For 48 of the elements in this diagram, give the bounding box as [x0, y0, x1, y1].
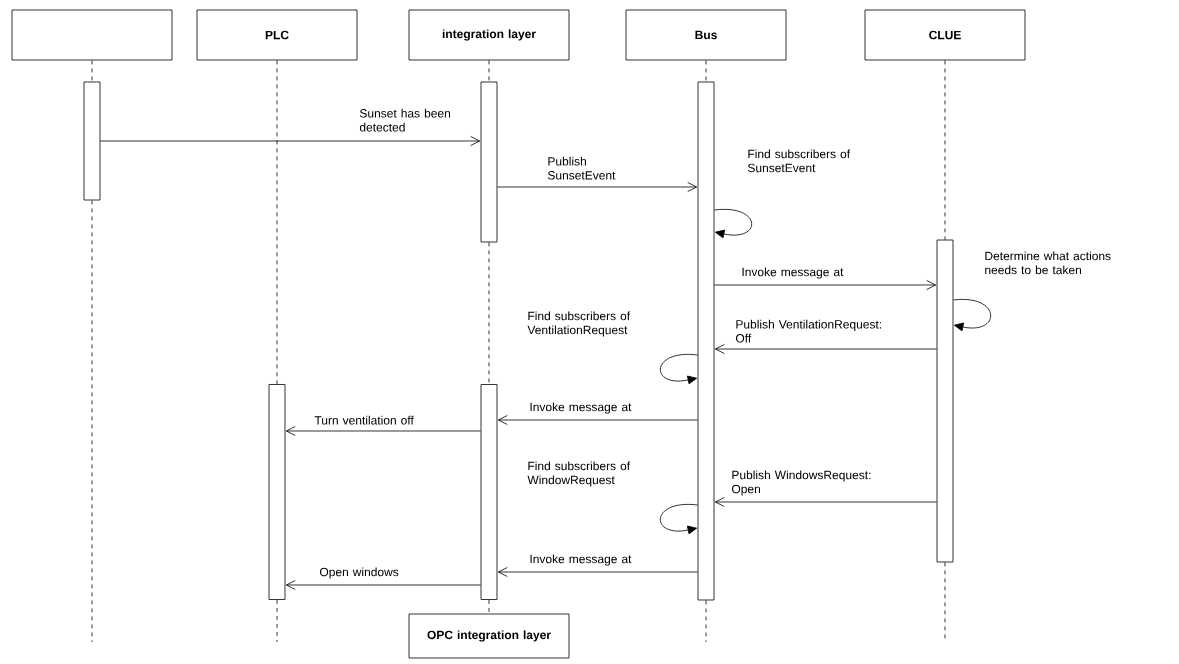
self-message-arrow — [714, 208, 752, 239]
edge-label: Find subscribers of WindowRequest — [527, 461, 631, 487]
edge-label: Invoke message at — [530, 402, 632, 414]
activation-bar — [268, 384, 286, 600]
edge-label: Invoke message at — [742, 267, 844, 279]
lifeline — [705, 600, 707, 643]
lifeline — [91, 60, 93, 82]
message-arrow — [100, 136, 481, 146]
lifeline-header: integration layer — [408, 9, 570, 61]
edge-label: Publish WindowsRequest: Open — [731, 470, 871, 496]
edge-label: Publish VentilationRequest: Off — [735, 319, 882, 343]
message-arrow — [714, 497, 937, 507]
message-arrow — [714, 280, 937, 290]
edge-label: Publish SunsetEvent — [547, 156, 616, 180]
lifeline — [276, 599, 278, 643]
message-arrow — [285, 426, 481, 436]
lifeline — [944, 60, 946, 240]
lifeline-header: CLUE — [864, 9, 1026, 61]
activation-bar — [480, 81, 498, 243]
activation-bar — [936, 239, 954, 563]
activation-bar — [697, 81, 715, 601]
message-arrow — [285, 580, 481, 590]
lifeline-header: PLC — [196, 9, 358, 61]
lifeline-header: Bus — [625, 9, 787, 61]
lifeline — [91, 200, 93, 643]
lifeline-header — [11, 9, 173, 61]
edge-label: Find subscribers of SunsetEvent — [747, 149, 851, 173]
edge-label: Open windows — [319, 567, 399, 579]
self-message-arrow — [953, 299, 991, 332]
activation-bar — [83, 81, 101, 201]
message-arrow — [714, 344, 937, 354]
lifeline — [276, 60, 278, 385]
edge-label: Sunset has been detected — [359, 108, 450, 132]
lifeline — [488, 60, 490, 82]
lifeline — [705, 60, 707, 82]
message-arrow — [497, 182, 698, 192]
activation-bar — [480, 384, 498, 600]
message-arrow — [497, 567, 698, 577]
edge-label: Find subscribers of VentilationRequest — [527, 311, 631, 337]
edge-label: Invoke message at — [530, 554, 632, 566]
message-arrow — [497, 415, 698, 425]
self-message-arrow — [660, 354, 698, 385]
lifeline — [488, 599, 490, 614]
edge-label: Turn ventilation off — [314, 415, 414, 425]
self-message-arrow — [660, 504, 698, 535]
lifeline-header: OPC integration layer — [408, 613, 570, 659]
lifeline — [488, 242, 490, 385]
edge-label: Determine what actions needs to be taken — [985, 251, 1111, 275]
